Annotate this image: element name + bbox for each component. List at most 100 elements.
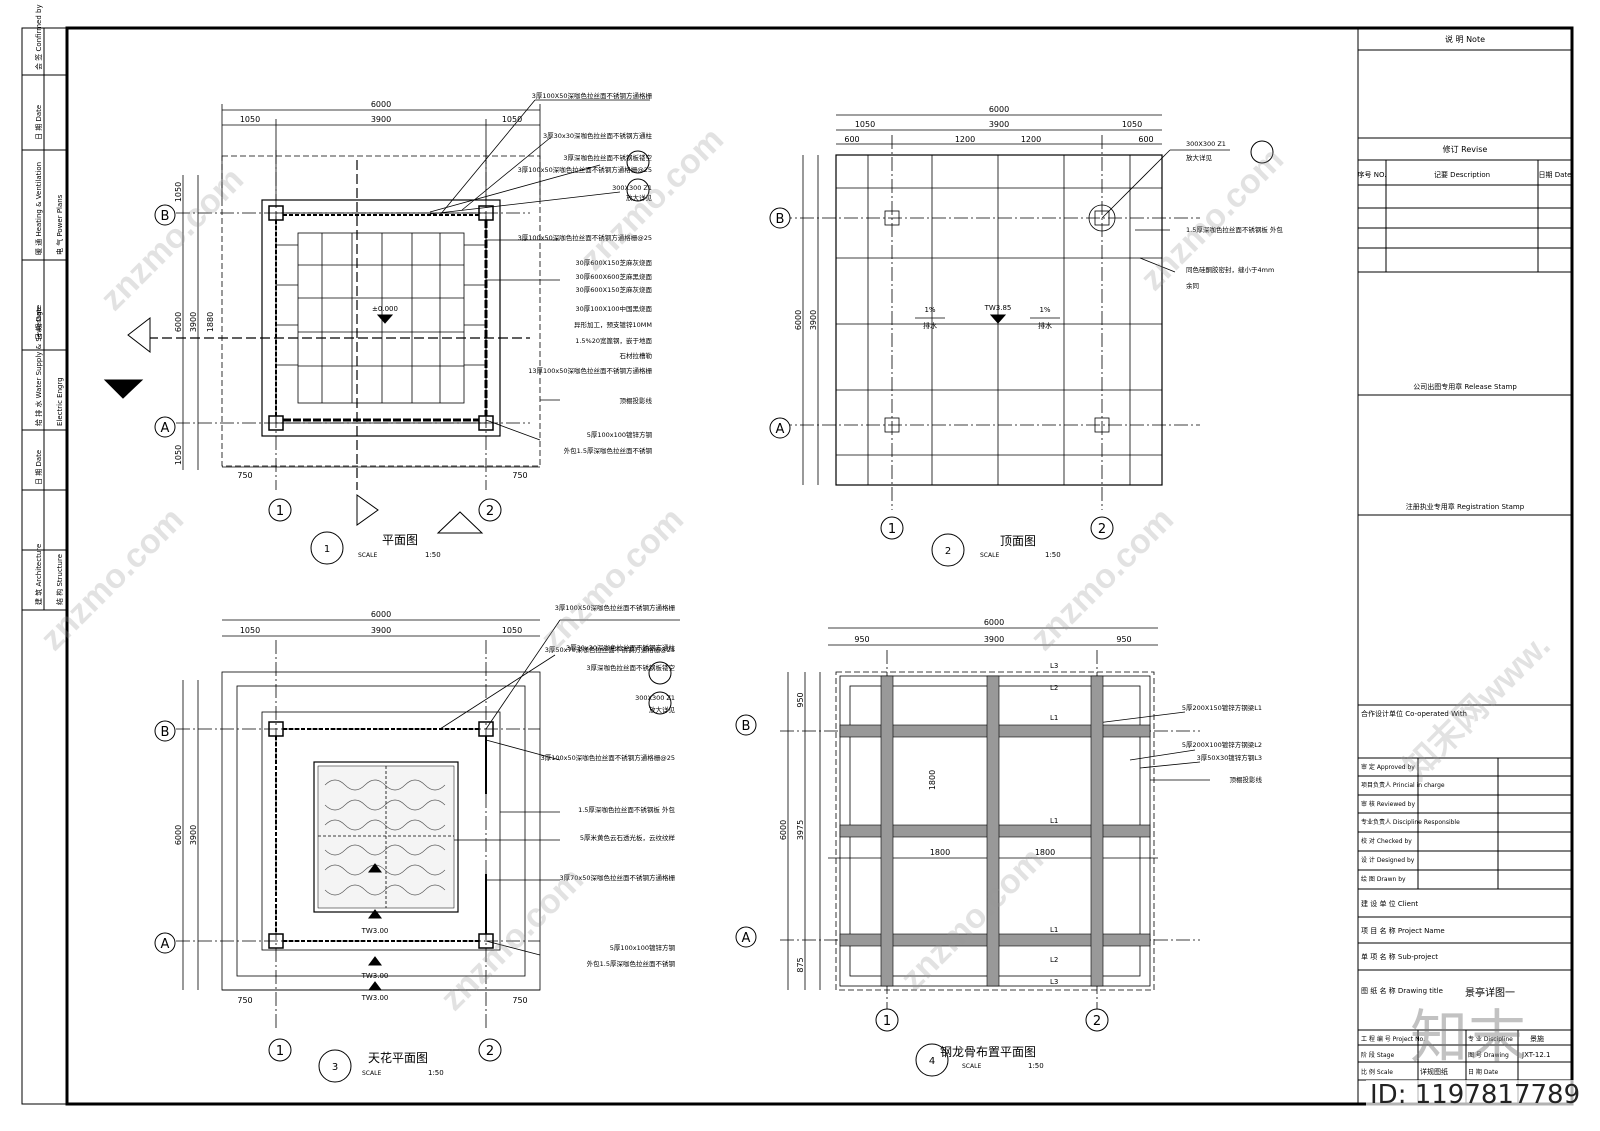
plan-dim-bot-750: 750 (237, 471, 252, 480)
soffit-dim-mid: 3900 (371, 626, 391, 635)
principal-in-charge: 项目负责人 Princial in charge (1361, 781, 1445, 789)
frame-view-title: 钢龙骨布置平面图 (940, 1045, 1036, 1059)
frame-axis-2: 2 (1093, 1014, 1101, 1029)
strip-power: 电 气 Power Plans (55, 194, 64, 255)
note-ceiling_notes-0: 300X300 Z1 (1186, 140, 1226, 148)
note-plan_notes-7: 30厚600X150芝麻灰烧面 (575, 258, 652, 267)
note-plan_notes-3: 3厚100x50深咖色拉丝面不锈钢方通格栅@25 (518, 165, 652, 174)
ceiling-bubbles (769, 140, 1274, 567)
soffit-scale: 1:50 (428, 1069, 444, 1077)
ceiling-dim-total: 6000 (989, 105, 1009, 114)
note-plan_notes-14: 13厚100x50深咖色拉丝面不锈钢方通格栅 (528, 366, 652, 375)
note-soffit_notes-2: 3厚30x30深咖色拉丝面不锈钢方通柱 (566, 643, 676, 652)
drawing-no-label: 图 号 Drawing (1468, 1052, 1509, 1059)
soffit-dim-bot-750: 750 (237, 996, 252, 1005)
frame-dim-total: 6000 (984, 618, 1004, 627)
checked-by: 校 对 Checked by (1361, 837, 1412, 845)
plan-axis-2: 2 (486, 504, 494, 519)
soffit-scale-label: SCALE (362, 1070, 381, 1077)
scale-label: 比 例 Scale (1361, 1068, 1393, 1076)
plan-dim-vert-mid: 3900 (189, 312, 198, 332)
frame-axis-a: A (742, 931, 751, 946)
ceiling-dim-vert-total: 6000 (794, 310, 803, 330)
stage-value: 详规图纸 (1420, 1067, 1448, 1076)
frame-dim-vert-1800: 1800 (928, 770, 937, 790)
cooperated-with: 合作设计单位 Co-operated With (1361, 709, 1467, 718)
frame-dim-1800-l: 1800 (930, 848, 950, 857)
note-plan_notes-2: 3厚深咖色拉丝面不锈钢板镂空 (563, 153, 652, 162)
frame-dim-950-r: 950 (1116, 635, 1131, 644)
strip-architecture: 建 筑 Architecture (34, 544, 43, 605)
note-soffit_notes-8: 5厚米黄色云石透光板，云纹纹样 (580, 833, 676, 842)
soffit-level-3: TW3.00 (361, 994, 389, 1002)
discipline-responsible: 专业负责人 Discipline Responsible (1361, 818, 1460, 826)
frame-dim-1800-r: 1800 (1035, 848, 1055, 857)
stage-label: 阶 段 Stage (1361, 1051, 1394, 1059)
note-soffit_notes-5: 放大详见 (649, 705, 676, 714)
frame-label-l3-bot: L3 (1050, 978, 1058, 986)
revise-title: 修订 Revise (1443, 144, 1488, 154)
note-plan_notes-13: 石材拉槽勒 (620, 351, 653, 360)
ceiling-slope-2: 1% (1039, 306, 1050, 314)
soffit-view-number: 3 (332, 1062, 338, 1073)
frame-beams (839, 675, 1151, 987)
soffit-dim-bot-750-r: 750 (512, 996, 527, 1005)
frame-dim-vert-950: 950 (796, 692, 805, 707)
ceiling-dim-600-l: 600 (844, 135, 859, 144)
frame-label-l1-mid: L1 (1050, 817, 1058, 825)
frame-notes: 5厚200X150镀锌方钢梁L15厚200X100镀锌方钢梁L23厚50X30镀… (1182, 703, 1263, 784)
registration-stamp: 注册执业专用章 Registration Stamp (1406, 502, 1525, 511)
strip-date3: 日 期 Date (35, 450, 43, 485)
note-soffit_notes-6: 3厚100x50深咖色拉丝面不锈钢方通格栅@25 (541, 753, 675, 762)
drawing-title: 景亭详图一 (1465, 986, 1515, 999)
ceiling-view-title: 顶面图 (1000, 534, 1036, 548)
note-soffit_notes-7: 1.5厚深咖色拉丝面不锈钢板 外包 (578, 805, 675, 814)
soffit-view-title: 天花平面图 (368, 1050, 428, 1065)
note-plan_notes-1: 3厚30x30深咖色拉丝面不锈钢方通柱 (543, 131, 653, 140)
frame-label-l2-bot: L2 (1050, 956, 1058, 964)
note-soffit_notes-3: 3厚深咖色拉丝面不锈钢板镂空 (586, 663, 675, 672)
frame-label-l1-top: L1 (1050, 714, 1058, 722)
note-ceiling_notes-1: 放大详见 (1186, 153, 1213, 162)
soffit-axis-a: A (161, 937, 170, 952)
strip-electric: Electric Engrg (56, 377, 64, 426)
soffit-level-1: TW3.00 (361, 927, 389, 935)
plan-dim-total: 6000 (371, 100, 391, 109)
soffit-dim-right: 1050 (502, 626, 522, 635)
plan-axis-b: B (161, 209, 170, 224)
col-date: 日期 Date (1539, 171, 1572, 179)
soffit-axis-1: 1 (276, 1044, 284, 1059)
note-soffit_notes-0: 3厚100X50深咖色拉丝面不锈钢方通格栅 (555, 603, 676, 612)
frame-view-number: 4 (929, 1056, 935, 1067)
strip-hvac: 暖 通 Heating & Ventilation (34, 162, 43, 255)
drawing-frame (65, 26, 1574, 1106)
ceiling-dim-left: 1050 (855, 120, 875, 129)
note-plan_notes-9: 30厚600X150芝麻灰烧面 (575, 285, 652, 294)
ceiling-view (778, 114, 1230, 510)
ceiling-axis-a: A (776, 422, 785, 437)
note-frame_notes-0: 5厚200X150镀锌方钢梁L1 (1182, 703, 1262, 712)
ceiling-axis-b: B (776, 212, 785, 227)
subproject-label: 单 项 名 称 Sub-project (1361, 952, 1438, 961)
id-tag: ID: 1197817789 (1366, 1080, 1585, 1110)
client-label: 建 设 单 位 Client (1361, 899, 1418, 908)
release-stamp: 公司出图专用章 Release Stamp (1413, 382, 1517, 391)
soffit-cloud-pattern (324, 779, 446, 896)
frame-axis-1: 1 (883, 1014, 891, 1029)
note-ceiling_notes-3: 同色硅酮胶密封，缝小于4mm (1186, 265, 1274, 274)
note-plan_notes-0: 3厚100X50深咖色拉丝面不锈钢方通格栅 (532, 91, 653, 100)
ceiling-dim-vert-mid: 3900 (809, 310, 818, 330)
plan-notes: 3厚100X50深咖色拉丝面不锈钢方通格栅 3厚30x30深咖色拉丝面不锈钢方通柱… (518, 91, 653, 455)
note-plan_notes-15: 顶棚投影线 (620, 396, 653, 405)
plan-scale-label: SCALE (358, 552, 377, 559)
reviewed-by: 审 核 Reviewed by (1361, 800, 1415, 808)
discipline-value: 景施 (1530, 1034, 1544, 1043)
ceiling-dim-1200-b: 1200 (1021, 135, 1041, 144)
col-description: 记要 Description (1434, 171, 1490, 179)
plan-dim-right: 1050 (502, 115, 522, 124)
note-ceiling_notes-2: 1.5厚深咖色拉丝面不锈钢板 外包 (1186, 225, 1283, 234)
soffit-bubbles (154, 661, 672, 1083)
left-signature-strip (21, 27, 68, 611)
project-no-label: 工 程 编 号 Project No. (1361, 1035, 1425, 1043)
